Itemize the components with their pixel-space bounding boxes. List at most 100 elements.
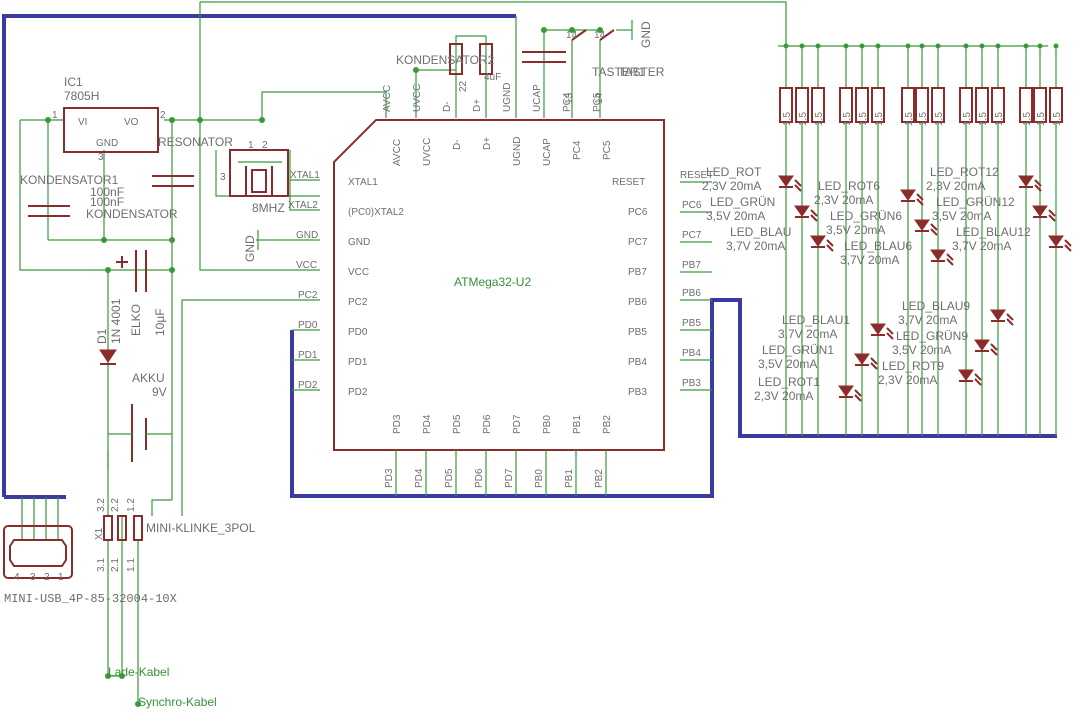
mini-usb-connector: 4 3 2 1 MINI-USB_4P-85-32004-10X bbox=[3, 525, 177, 606]
mcu-pin-pd6: PD6 bbox=[482, 414, 493, 434]
klinke-pin-32: 3.2 bbox=[96, 498, 107, 512]
net-vcc: VCC bbox=[296, 260, 317, 271]
net-uvcc: UVCC bbox=[412, 84, 423, 112]
klinke-pin-31: 3.1 bbox=[96, 558, 107, 572]
net-pc5: PC5 bbox=[592, 92, 603, 112]
kondensator2-pin-a: 22 bbox=[458, 80, 469, 92]
mcu-pin-pd1: PD1 bbox=[348, 357, 368, 368]
mcu-pin-pd3: PD3 bbox=[392, 414, 403, 434]
net-pc7: PC7 bbox=[682, 230, 702, 241]
mcu-pin-pd7: PD7 bbox=[512, 414, 523, 434]
ic1-vi-pin: VI bbox=[78, 117, 87, 128]
mcu-pin-pb6: PB6 bbox=[628, 297, 647, 308]
usb-pin4: 4 bbox=[14, 572, 20, 583]
mcu-pin-xtal1: XTAL1 bbox=[348, 177, 378, 188]
resonator: RESONATOR 8MHZ 1 2 3 bbox=[158, 135, 289, 215]
net-pd6: PD6 bbox=[474, 468, 485, 488]
resistor-value: 1,5 bbox=[962, 112, 973, 126]
mcu-pin-xtal2: (PC0)XTAL2 bbox=[348, 207, 404, 218]
mcu-pin-ucap: UCAP bbox=[542, 138, 553, 166]
net-pb7: PB7 bbox=[682, 260, 701, 271]
gnd-label-top: GND bbox=[639, 21, 653, 48]
net-pd5: PD5 bbox=[444, 468, 455, 488]
led-spec: 2,3V 20mA bbox=[814, 193, 873, 207]
net-pd4: PD4 bbox=[414, 468, 425, 488]
usb-pin2: 2 bbox=[44, 572, 50, 583]
resonator-pin2: 2 bbox=[262, 140, 268, 151]
net-ucap: UCAP bbox=[532, 84, 543, 112]
taster1-top-pin: 14 bbox=[566, 30, 578, 41]
voltage-regulator-ic1: IC1 7805H VI VO GND 1 2 3 bbox=[52, 75, 166, 163]
led-spec: 3,5V 20mA bbox=[826, 223, 885, 237]
led-spec: 3,7V 20mA bbox=[726, 239, 785, 253]
capacitor-kondensator2: KONDENSATOR2 22 4uF bbox=[396, 43, 566, 92]
klinke-name: MINI-KLINKE_3POL bbox=[146, 521, 256, 535]
net-reset: RESET bbox=[680, 170, 713, 181]
mcu-top-pins: AVCC UVCC D- D+ UGND UCAP PC4 PC5 AVCC U… bbox=[382, 83, 613, 166]
elko-value: 10µF bbox=[153, 308, 167, 336]
diode-d1: D1 1N 4001 bbox=[95, 298, 123, 365]
mcu-pin-dminus: D- bbox=[452, 139, 463, 150]
mcu-bottom-pins: PD3 PD4 PD5 PD6 PD7 PB0 PB1 PB2 PD3 PD4 … bbox=[384, 414, 613, 496]
resistor-value: 1,5 bbox=[918, 112, 929, 126]
resistor-value: 1,5 bbox=[934, 112, 945, 126]
resistor-value: 1,5 bbox=[858, 112, 869, 126]
net-pb6: PB6 bbox=[682, 288, 701, 299]
synchro-kabel-label: Synchro-Kabel bbox=[138, 695, 217, 709]
mcu-pin-pc4: PC4 bbox=[572, 140, 583, 160]
led-spec: 2,3V 20mA bbox=[926, 179, 985, 193]
mcu-pin-ugnd: UGND bbox=[512, 137, 523, 166]
mcu-left-pins: XTAL1 (PC0)XTAL2 GND VCC PC2 PD0 PD1 PD2… bbox=[288, 170, 404, 398]
power-nets bbox=[19, 1, 1048, 704]
kondensator1-value: 100nF bbox=[90, 185, 124, 199]
kondensator2-name: KONDENSATOR2 bbox=[396, 53, 495, 67]
mcu-pin-vcc: VCC bbox=[348, 267, 369, 278]
net-xtal1: XTAL1 bbox=[290, 170, 320, 181]
kondensator-name: KONDENSATOR bbox=[86, 207, 178, 221]
mcu-pin-avcc: AVCC bbox=[392, 139, 403, 166]
elko-name: ELKO bbox=[129, 304, 143, 336]
led-spec: 3,5V 20mA bbox=[706, 209, 765, 223]
diode-name: D1 bbox=[95, 328, 109, 344]
ic1-pin1: 1 bbox=[52, 110, 58, 121]
capacitor-kondensator1: KONDENSATOR1 100nF bbox=[20, 173, 124, 217]
capacitor-elko: ELKO 10µF bbox=[116, 250, 167, 336]
mcu-pin-uvcc: UVCC bbox=[422, 138, 433, 166]
led-spec: 3,5V 20mA bbox=[892, 343, 951, 357]
net-gnd: GND bbox=[296, 230, 318, 241]
led-name: LED_ROT9 bbox=[882, 359, 944, 373]
gnd-label-left: GND bbox=[243, 235, 257, 262]
mcu-pin-reset: RESET bbox=[612, 177, 645, 188]
battery-akku: AKKU 9V bbox=[108, 371, 172, 462]
led-name: LED_ROT12 bbox=[930, 165, 999, 179]
led-name: LED_GRÜN1 bbox=[762, 343, 834, 357]
net-xtal2: XTAL2 bbox=[288, 200, 318, 211]
akku-name: AKKU bbox=[132, 371, 165, 385]
led-name: LED_GRÜN bbox=[710, 195, 775, 209]
kondensator2-pin-b: 4uF bbox=[484, 72, 501, 83]
net-pc4: PC4 bbox=[562, 92, 573, 112]
mcu-pin-pd5: PD5 bbox=[452, 414, 463, 434]
ic1-name: IC1 bbox=[64, 75, 83, 89]
led-name: LED_BLAU1 bbox=[782, 313, 850, 327]
akku-value: 9V bbox=[152, 385, 167, 399]
led-spec: 2,3V 20mA bbox=[702, 179, 761, 193]
mcu-pin-pb1: PB1 bbox=[572, 415, 583, 434]
kondensator-value: 100nF bbox=[90, 195, 124, 209]
led-name: LED_GRÜN12 bbox=[936, 195, 1015, 209]
net-pd2: PD2 bbox=[298, 380, 318, 391]
taster-label: TASTER bbox=[618, 65, 665, 79]
led-name: LED_BLAU bbox=[730, 225, 791, 239]
taster-switches: TASTER1 TASTER 13 14 14 14 bbox=[564, 29, 665, 104]
resistor-value: 1,5 bbox=[782, 112, 793, 126]
net-dplus: D+ bbox=[472, 99, 483, 112]
capacitor-kondensator: 100nF KONDENSATOR bbox=[86, 175, 194, 221]
led: LED_ROT12,3V 20mA bbox=[754, 375, 862, 403]
